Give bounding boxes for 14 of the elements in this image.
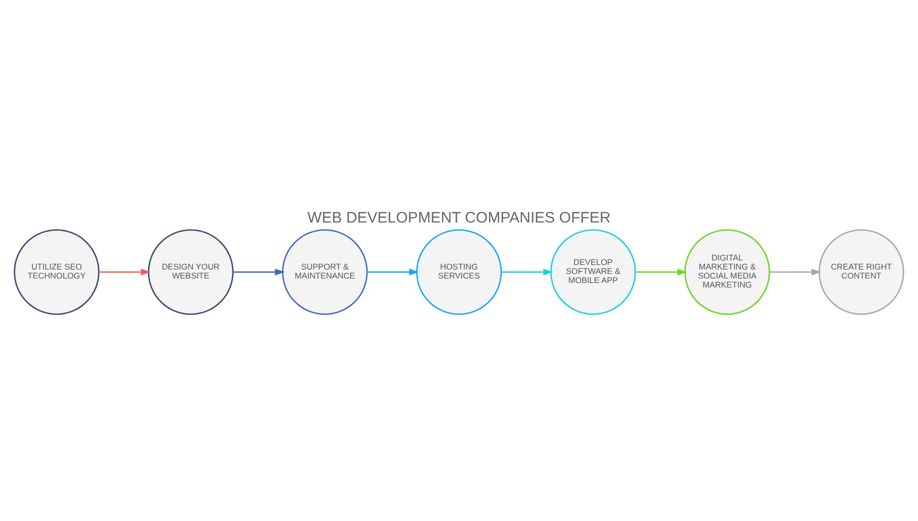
arrow (233, 268, 285, 275)
node-circle: HOSTING SERVICES (416, 228, 502, 314)
diagram-title: WEB DEVELOPMENT COMPANIES OFFER (307, 209, 611, 226)
node-circle: DESIGN YOUR WEBSITE (148, 228, 234, 314)
arrow (770, 268, 822, 275)
node-circle: DIGITAL MARKETING & SOCIAL MEDIA MARKETING (684, 228, 770, 314)
arrow (635, 268, 688, 275)
node-circle: SUPPORT & MAINTENANCE (282, 228, 368, 314)
arrow (501, 268, 553, 275)
node-circle: DEVELOP SOFTWARE & MOBILE APP (550, 228, 636, 314)
arrow (367, 268, 419, 275)
arrow (98, 268, 151, 275)
node-circle: CREATE RIGHT CONTENT (818, 228, 904, 314)
node-circle: UTILIZE SEO TECHNOLOGY (14, 228, 100, 314)
